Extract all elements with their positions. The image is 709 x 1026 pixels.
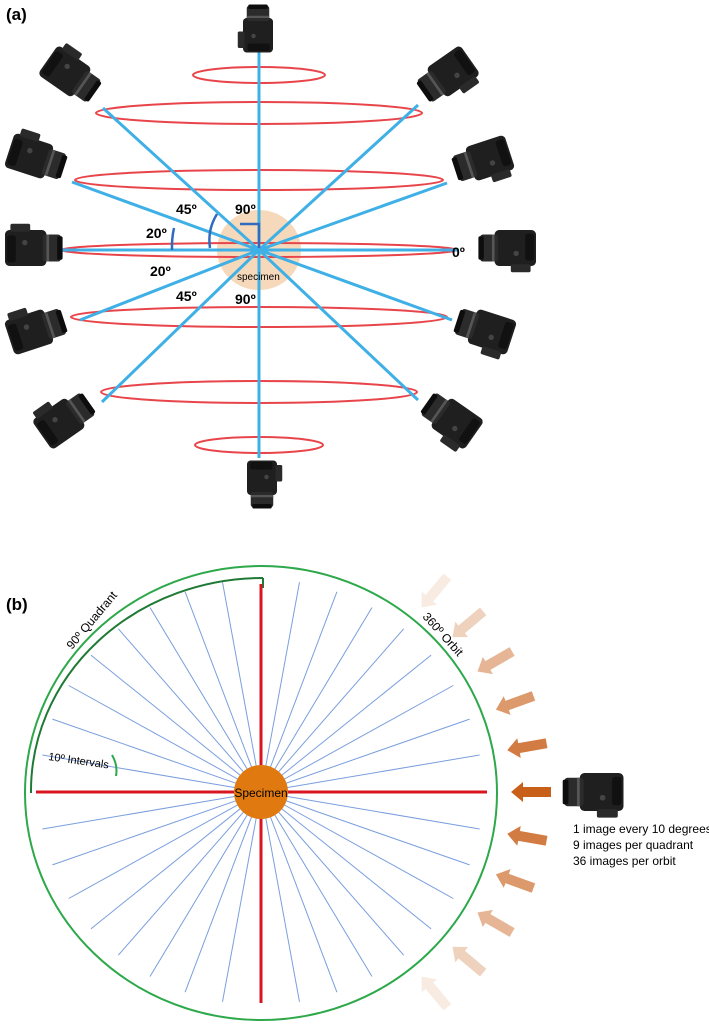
panel-b: (b) Specimen 90º Quadrant 360º Orbit 10º… <box>6 565 709 1021</box>
interval-spoke <box>260 718 470 793</box>
camera-icon <box>412 387 485 456</box>
angle-arc-20 <box>170 227 176 251</box>
ray <box>258 181 448 252</box>
camera-icon <box>449 134 518 193</box>
camera-rays <box>60 42 459 458</box>
panel-a: (a) <box>1 4 536 509</box>
interval-spoke <box>260 628 405 793</box>
ray <box>79 248 260 322</box>
interval-spoke <box>222 791 262 1002</box>
camera-icon-orbit <box>562 773 624 818</box>
camera-icon <box>478 230 536 273</box>
angle-label-20-upper: 20º <box>146 225 167 241</box>
specimen-circle <box>234 765 288 819</box>
capture-arrow <box>495 869 536 893</box>
capture-arrow <box>477 909 515 937</box>
interval-spoke <box>222 582 262 793</box>
interval-spoke <box>260 791 373 977</box>
angle-label-90-upper: 90º <box>235 201 256 217</box>
capture-arrow <box>511 782 551 802</box>
ray <box>257 248 420 402</box>
interval-spoke <box>260 591 338 793</box>
specimen-label: specimen <box>237 272 280 283</box>
interval-spoke <box>149 607 262 793</box>
camera-icon <box>3 126 72 185</box>
interval-spoke <box>90 791 262 930</box>
interval-spoke <box>260 791 454 899</box>
capture-arrow <box>507 826 548 846</box>
capture-arrow <box>477 647 515 675</box>
interval-spoke <box>260 754 480 793</box>
interval-spoke <box>260 607 373 793</box>
camera-icon <box>237 4 273 53</box>
interval-spokes <box>42 582 480 1002</box>
interval-spoke <box>68 791 262 899</box>
angle-label-45-upper: 45º <box>176 201 197 217</box>
angle-markers <box>170 213 261 251</box>
capture-arrow <box>495 691 536 715</box>
capture-arrow <box>507 738 548 758</box>
interval-spoke <box>42 791 262 830</box>
interval-spoke <box>68 685 262 793</box>
interval-spoke <box>260 582 300 793</box>
camera-icon <box>4 223 63 266</box>
quadrant-arc <box>29 577 264 794</box>
ray <box>100 248 261 404</box>
orbit-circle <box>24 565 498 1021</box>
interval-spoke <box>149 791 262 977</box>
interval-spoke <box>260 791 300 1002</box>
interval-spoke <box>260 791 405 956</box>
note-line-2: 9 images per quadrant <box>573 838 694 852</box>
interval-spoke <box>260 791 432 930</box>
interval-spoke <box>260 654 432 793</box>
angle-right-marker <box>240 222 261 248</box>
capture-arrow <box>452 607 487 638</box>
interval-spoke <box>117 628 262 793</box>
interval-label: 10º Intervals <box>48 751 110 771</box>
capture-arrow <box>421 573 452 608</box>
capture-arrow <box>452 946 487 977</box>
ray <box>71 180 260 252</box>
interval-spoke <box>52 791 262 866</box>
specimen-label-b: Specimen <box>234 786 287 800</box>
interval-spoke <box>90 654 262 793</box>
interval-spoke <box>260 791 470 866</box>
ray <box>257 103 420 252</box>
note-line-3: 36 images per orbit <box>573 854 676 868</box>
angle-label-45-lower: 45º <box>176 288 197 304</box>
camera-icon <box>37 39 110 108</box>
interval-spoke <box>184 591 262 793</box>
camera-icon <box>449 303 518 362</box>
interval-spoke <box>260 791 480 830</box>
panel-a-label: (a) <box>6 5 27 24</box>
interval-spoke <box>260 791 338 993</box>
quadrant-label: 90º Quadrant <box>64 588 121 652</box>
angle-arc-45 <box>208 213 219 249</box>
ray <box>101 106 261 252</box>
interval-spoke <box>52 718 262 793</box>
panel-b-label: (b) <box>6 595 28 614</box>
camera-icon <box>247 460 283 509</box>
ray <box>258 248 453 322</box>
angle-label-20-lower: 20º <box>150 263 171 279</box>
interval-spoke <box>184 791 262 993</box>
interval-spoke <box>260 685 454 793</box>
capture-arrows <box>421 573 551 1011</box>
angle-label-90-lower: 90º <box>235 291 256 307</box>
camera-icon <box>1 297 70 356</box>
interval-spoke <box>42 754 262 793</box>
camera-icon <box>412 44 485 113</box>
interval-spoke <box>117 791 262 956</box>
camera-icon <box>27 382 100 451</box>
angle-label-0: 0º <box>452 244 465 260</box>
note-line-1: 1 image every 10 degrees <box>573 822 709 836</box>
capture-arrow <box>421 976 452 1011</box>
interval-marker <box>111 754 118 777</box>
